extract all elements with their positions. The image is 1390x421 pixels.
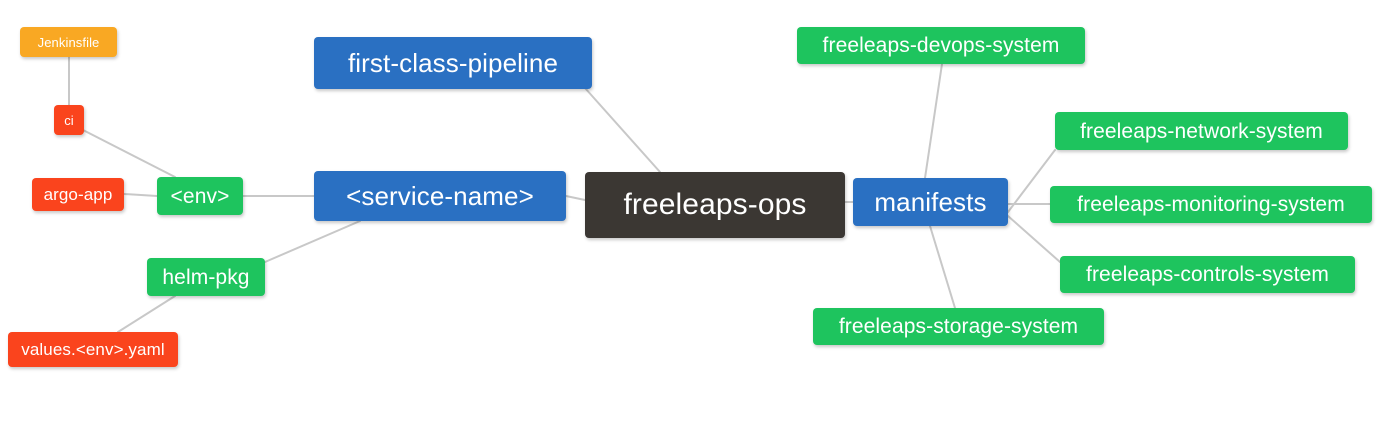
mindmap-node-helm-pkg[interactable]: helm-pkg xyxy=(147,258,265,296)
mindmap-node-freeleaps-monitoring-system[interactable]: freeleaps-monitoring-system xyxy=(1050,186,1372,223)
mindmap-node-first-class-pipeline[interactable]: first-class-pipeline xyxy=(314,37,592,89)
mindmap-edge-manifests-to-freeleaps-devops-system xyxy=(924,63,943,179)
mindmap-node-freeleaps-ops[interactable]: freeleaps-ops xyxy=(585,172,845,238)
mindmap-node-label-freeleaps-network-system: freeleaps-network-system xyxy=(1080,119,1323,143)
mindmap-node-argo-app[interactable]: argo-app xyxy=(32,178,124,211)
mindmap-node-jenkinsfile[interactable]: Jenkinsfile xyxy=(20,27,117,57)
mindmap-node-label-freeleaps-storage-system: freeleaps-storage-system xyxy=(838,315,1079,338)
mindmap-node-freeleaps-devops-system[interactable]: freeleaps-devops-system xyxy=(797,27,1085,64)
mindmap-node-label-freeleaps-ops: freeleaps-ops xyxy=(623,188,807,221)
mindmap-node-label-freeleaps-devops-system: freeleaps-devops-system xyxy=(822,34,1060,57)
mindmap-node-env[interactable]: <env> xyxy=(157,177,243,215)
mindmap-edge-service-name-to-freeleaps-ops xyxy=(565,195,586,201)
mindmap-node-label-first-class-pipeline: first-class-pipeline xyxy=(347,48,559,78)
mindmap-node-manifests[interactable]: manifests xyxy=(853,178,1008,226)
mindmap-node-values-env-yaml[interactable]: values.<env>.yaml xyxy=(8,332,178,367)
mindmap-node-label-freeleaps-monitoring-system: freeleaps-monitoring-system xyxy=(1077,193,1345,216)
mindmap-edge-ci-to-env xyxy=(82,129,176,178)
mindmap-node-label-values-env-yaml: values.<env>.yaml xyxy=(21,340,165,359)
mindmap-node-freeleaps-controls-system[interactable]: freeleaps-controls-system xyxy=(1060,256,1355,293)
mindmap-edge-service-name-to-helm-pkg xyxy=(264,220,361,263)
mindmap-edge-manifests-to-freeleaps-storage-system xyxy=(929,225,956,309)
mindmap-node-freeleaps-network-system[interactable]: freeleaps-network-system xyxy=(1055,112,1348,150)
mindmap-node-label-ci: ci xyxy=(64,112,74,128)
mindmap-edge-helm-pkg-to-values-env-yaml xyxy=(117,295,176,333)
mindmap-node-label-argo-app: argo-app xyxy=(43,185,113,204)
mindmap-node-label-manifests: manifests xyxy=(874,187,987,217)
mindmap-node-label-freeleaps-controls-system: freeleaps-controls-system xyxy=(1086,263,1329,286)
mindmap-node-label-env: <env> xyxy=(170,184,230,208)
mindmap-node-service-name[interactable]: <service-name> xyxy=(314,171,566,221)
mindmap-node-ci[interactable]: ci xyxy=(54,105,84,135)
mindmap-node-label-helm-pkg: helm-pkg xyxy=(162,265,250,289)
mindmap-edge-argo-app-to-env xyxy=(123,193,158,197)
mindmap-edge-first-class-pipeline-to-freeleaps-ops xyxy=(584,87,661,173)
mindmap-node-label-service-name: <service-name> xyxy=(346,181,534,211)
mindmap-node-freeleaps-storage-system[interactable]: freeleaps-storage-system xyxy=(813,308,1104,345)
mindmap-edge-manifests-to-freeleaps-network-system xyxy=(1007,149,1056,213)
mindmap-node-label-jenkinsfile: Jenkinsfile xyxy=(37,34,100,50)
